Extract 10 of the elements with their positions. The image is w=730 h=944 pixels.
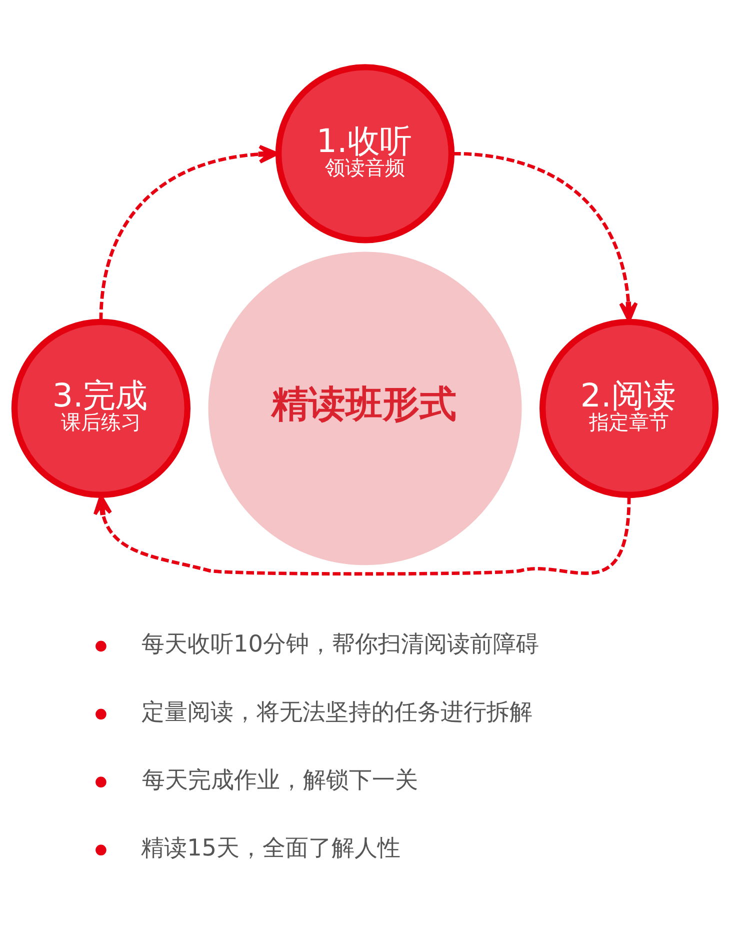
label: 每天收听10分钟，帮你扫清阅读前障碍 (142, 631, 540, 658)
arrow (452, 151, 638, 322)
node-circle: 精读班形式 (208, 251, 522, 565)
label: 定量阅读，将无法坚持的任务进行拆解 (142, 699, 533, 726)
node-circle: 3.完成 课后练习 (11, 318, 191, 498)
node-circle: 1.收听 领读音频 (275, 64, 455, 243)
arrow (99, 144, 279, 320)
label: 每天完成作业，解锁下一关 (142, 766, 418, 793)
node-circle: 2.阅读 指定章节 (539, 318, 719, 498)
label: 精读15天，全面了解人性 (141, 834, 401, 861)
